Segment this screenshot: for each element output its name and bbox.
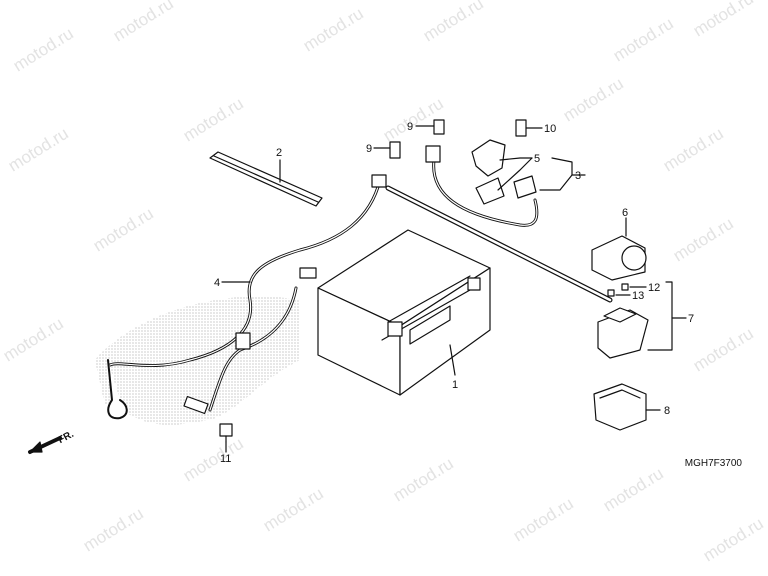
callout-12: 12 — [648, 282, 660, 294]
leader-line — [551, 157, 586, 176]
leader-line — [499, 157, 533, 161]
relay-cover-icon — [591, 235, 647, 281]
frame-shading — [95, 296, 300, 425]
battery-icon — [317, 229, 491, 396]
leader-line — [665, 281, 687, 319]
leader-line — [497, 157, 533, 191]
callout-9b: 9 — [407, 121, 413, 133]
callout-5: 5 — [534, 153, 540, 165]
cable-assy-icon — [385, 145, 613, 303]
callout-13: 13 — [632, 290, 644, 302]
battery-band-icon — [209, 151, 323, 207]
leader-line — [539, 174, 573, 191]
callout-6: 6 — [622, 207, 628, 219]
starter-relay-icon — [597, 307, 649, 359]
callout-1: 1 — [452, 379, 458, 391]
callout-3: 3 — [575, 170, 581, 182]
ground-cable-icon — [107, 174, 387, 420]
callout-11: 11 — [220, 453, 231, 465]
callout-4: 4 — [214, 277, 220, 289]
fuse-icon — [607, 283, 629, 297]
terminal-cover-icon — [471, 139, 537, 205]
callout-8: 8 — [664, 405, 670, 417]
callout-2: 2 — [276, 147, 282, 159]
leader-line — [449, 344, 456, 376]
callout-10: 10 — [544, 123, 556, 135]
callout-9a: 9 — [366, 143, 372, 155]
leader-line — [647, 317, 673, 351]
callout-7: 7 — [688, 313, 694, 325]
drawing-code: MGH7F3700 — [684, 458, 742, 469]
relay-rubber-icon — [593, 383, 647, 431]
callout-labels: 1 2 3 4 5 6 7 8 9 9 10 11 12 13 — [214, 121, 694, 465]
front-direction-arrow-icon — [28, 436, 62, 454]
